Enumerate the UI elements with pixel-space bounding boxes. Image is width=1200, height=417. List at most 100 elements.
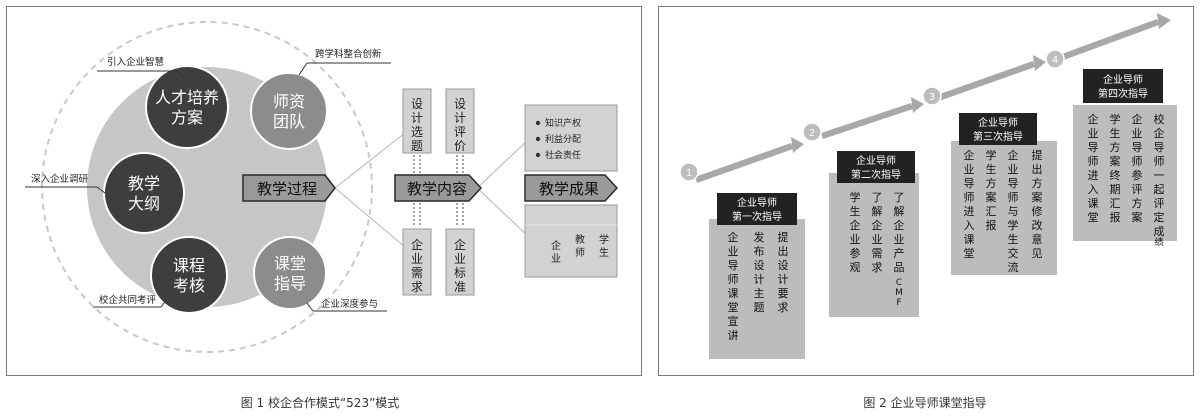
svg-text:1: 1 [686, 168, 692, 179]
annotation-introduce-wisdom: 引入企业智慧 [107, 56, 165, 68]
teaching-process-label: 教学过程 [257, 180, 317, 198]
svg-text:导: 导 [964, 177, 975, 190]
svg-text:学: 学 [1110, 112, 1121, 126]
figure-1-diagram: 人才培养 方案 师资 团队 教学 大纲 课程 考核 课堂 指导 引入企业智慧 [25, 21, 619, 353]
step-number-1: 1 [679, 162, 699, 182]
svg-text:学: 学 [1008, 218, 1019, 232]
svg-text:4: 4 [1052, 55, 1058, 66]
step-3-title-line2: 第三次指导 [973, 130, 1023, 143]
svg-text:导: 导 [1132, 141, 1143, 154]
svg-text:业: 业 [1088, 127, 1099, 140]
circle-faculty-team-line2: 团队 [273, 112, 305, 131]
svg-text:企: 企 [964, 148, 975, 162]
svg-text:出: 出 [1032, 162, 1043, 176]
svg-text:学: 学 [599, 233, 609, 246]
circle-assessment: 课程 考核 [150, 236, 228, 314]
svg-text:业: 业 [964, 163, 975, 176]
outcome-item-benefit: 利益分配 [545, 133, 581, 145]
svg-text:观: 观 [850, 261, 861, 274]
step-4-title-line1: 企业导师 [1103, 73, 1143, 86]
svg-text:计: 计 [411, 111, 423, 125]
circle-class-guidance-line1: 课堂 [274, 254, 306, 273]
box-enterprise-demand: 企 业 需 求 [402, 228, 432, 296]
svg-text:参: 参 [1132, 168, 1143, 182]
svg-text:一: 一 [1154, 169, 1165, 182]
svg-text:入: 入 [1088, 183, 1099, 196]
svg-text:了: 了 [894, 191, 905, 204]
svg-text:选: 选 [411, 125, 423, 139]
svg-text:师: 师 [964, 191, 975, 204]
svg-text:参: 参 [850, 246, 861, 260]
svg-text:3: 3 [929, 92, 935, 103]
svg-text:企: 企 [454, 237, 466, 252]
svg-text:企: 企 [1132, 112, 1143, 126]
svg-text:需: 需 [411, 266, 423, 280]
svg-text:了: 了 [872, 191, 883, 204]
teaching-outcome-label: 教学成果 [539, 180, 599, 198]
annotation-enterprise-participation: 企业深度参与 [321, 298, 378, 310]
step-number-4: 4 [1045, 49, 1065, 69]
svg-text:要: 要 [778, 287, 789, 300]
svg-text:学: 学 [850, 190, 861, 204]
circle-talent-plan-line1: 人才培养 [155, 88, 219, 107]
svg-text:终: 终 [1110, 168, 1121, 182]
svg-text:业: 业 [894, 233, 905, 246]
svg-text:2: 2 [809, 128, 815, 139]
svg-text:生: 生 [1008, 232, 1019, 246]
svg-text:业: 业 [1008, 163, 1019, 176]
step-3-title-line1: 企业导师 [978, 116, 1018, 129]
svg-text:课: 课 [728, 287, 739, 300]
svg-text:绩: 绩 [1154, 236, 1163, 248]
circle-talent-plan-line2: 方案 [171, 108, 203, 127]
svg-text:案: 案 [1110, 154, 1121, 168]
svg-text:准: 准 [454, 280, 466, 294]
svg-text:见: 见 [1032, 247, 1043, 260]
svg-text:与: 与 [1008, 205, 1019, 218]
circle-assessment-line1: 课程 [173, 256, 205, 275]
svg-text:校: 校 [1154, 112, 1165, 126]
annotation-interdisciplinary: 跨学科整合创新 [315, 48, 382, 60]
step-1-title-line2: 第一次指导 [732, 210, 782, 223]
svg-text:报: 报 [986, 218, 997, 232]
svg-text:提: 提 [1032, 149, 1043, 162]
svg-text:题: 题 [754, 301, 765, 314]
svg-text:出: 出 [778, 244, 789, 258]
circle-faculty-team: 师资 团队 [250, 72, 328, 150]
svg-text:改: 改 [1032, 218, 1043, 232]
step-2-title-line2: 第二次指导 [851, 168, 901, 181]
svg-text:评: 评 [1132, 183, 1143, 196]
svg-text:提: 提 [778, 231, 789, 244]
svg-text:进: 进 [964, 205, 975, 218]
svg-text:教: 教 [575, 233, 585, 246]
svg-text:案: 案 [1032, 190, 1043, 204]
svg-text:业: 业 [411, 252, 423, 266]
svg-text:导: 导 [1154, 141, 1165, 154]
svg-text:学: 学 [986, 148, 997, 162]
circle-faculty-team-line1: 师资 [273, 92, 305, 111]
svg-text:题: 题 [411, 139, 423, 153]
svg-text:计: 计 [454, 111, 466, 125]
svg-text:企: 企 [411, 237, 423, 252]
svg-text:生: 生 [1110, 126, 1121, 140]
svg-text:宣: 宣 [728, 314, 739, 328]
circle-talent-plan: 人才培养 方案 [145, 65, 229, 149]
outcome-bottom-labels: 学生 教师 企业 [551, 233, 609, 265]
svg-text:堂: 堂 [1088, 211, 1099, 224]
svg-text:方: 方 [986, 176, 997, 190]
teaching-process-arrow: 教学过程 [242, 174, 336, 202]
step-number-3: 3 [922, 86, 942, 106]
svg-text:业: 业 [1132, 127, 1143, 140]
svg-text:期: 期 [1110, 183, 1121, 196]
svg-text:入: 入 [964, 219, 975, 232]
svg-text:生: 生 [986, 162, 997, 176]
figure-1-panel: 人才培养 方案 师资 团队 教学 大纲 课程 考核 课堂 指导 引入企业智慧 [6, 6, 642, 376]
svg-text:汇: 汇 [1110, 197, 1121, 210]
svg-text:案: 案 [1132, 210, 1143, 224]
step-4-title-line2: 第四次指导 [1098, 87, 1148, 100]
outcome-bullets: 知识产权 利益分配 社会责任 [535, 117, 581, 161]
svg-text:F: F [896, 298, 901, 308]
figure-1-caption: 图 1 校企合作模式“523”模式 [240, 396, 400, 410]
progress-arrows [695, 13, 1171, 183]
